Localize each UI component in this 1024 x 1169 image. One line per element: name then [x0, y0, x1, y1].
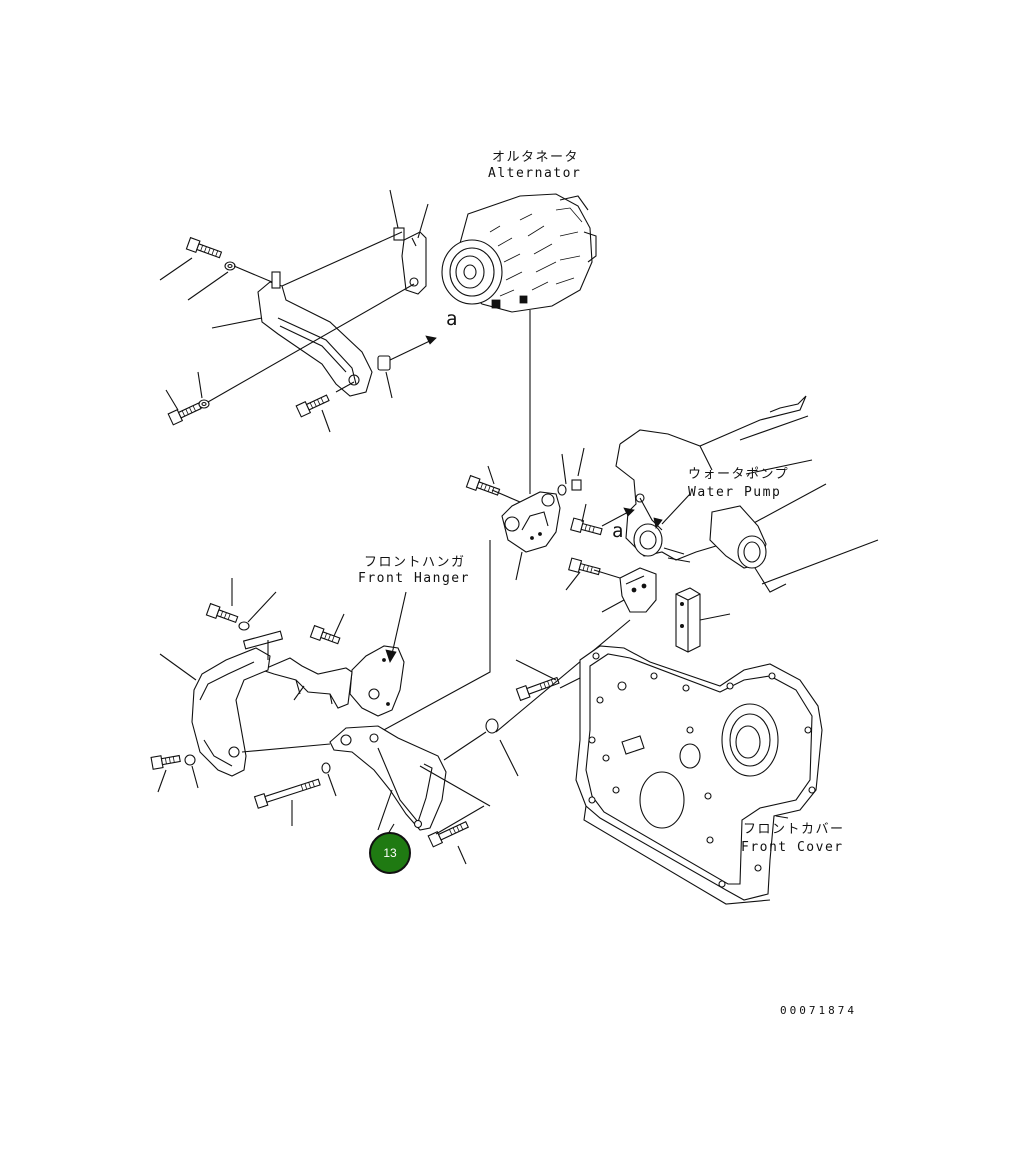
reference-mark-a-pump: a: [612, 520, 625, 542]
hanger-arm: [260, 657, 353, 709]
water-pump-label-en: Water Pump: [688, 485, 782, 500]
alternator-mount-bracket: [401, 231, 427, 295]
front-cover-label-jp: フロントカバー: [743, 822, 845, 837]
water-pump: [615, 395, 879, 593]
front-hanger: [349, 645, 405, 717]
callout-badge-13[interactable]: 13: [369, 832, 411, 874]
front-hanger-label-jp: フロントハンガ: [364, 555, 466, 570]
leader-lines-top: [159, 189, 531, 494]
drawing-number: 00071874: [780, 1004, 857, 1017]
tension-bracket: [329, 725, 447, 831]
water-pump-label-jp: ウォータポンプ: [688, 467, 790, 482]
reference-mark-a-top: a: [446, 308, 459, 330]
belt-guard: [191, 630, 284, 777]
lower-bolts: [150, 602, 560, 848]
alternator-bolts: [167, 227, 405, 426]
alternator: [441, 193, 597, 313]
spacer-block: [675, 587, 701, 653]
leader-lines-middle: [379, 447, 731, 733]
alternator-label-en: Alternator: [488, 166, 582, 181]
alternator-mount: [501, 491, 561, 553]
alternator-adjust-bracket: [257, 271, 373, 397]
front-cover-label-en: Front Cover: [741, 840, 844, 855]
spacer-plate: [619, 567, 657, 613]
alternator-label-jp: オルタネータ: [492, 150, 580, 165]
front-hanger-label-en: Front Hanger: [358, 571, 470, 586]
front-cover: [575, 645, 823, 905]
